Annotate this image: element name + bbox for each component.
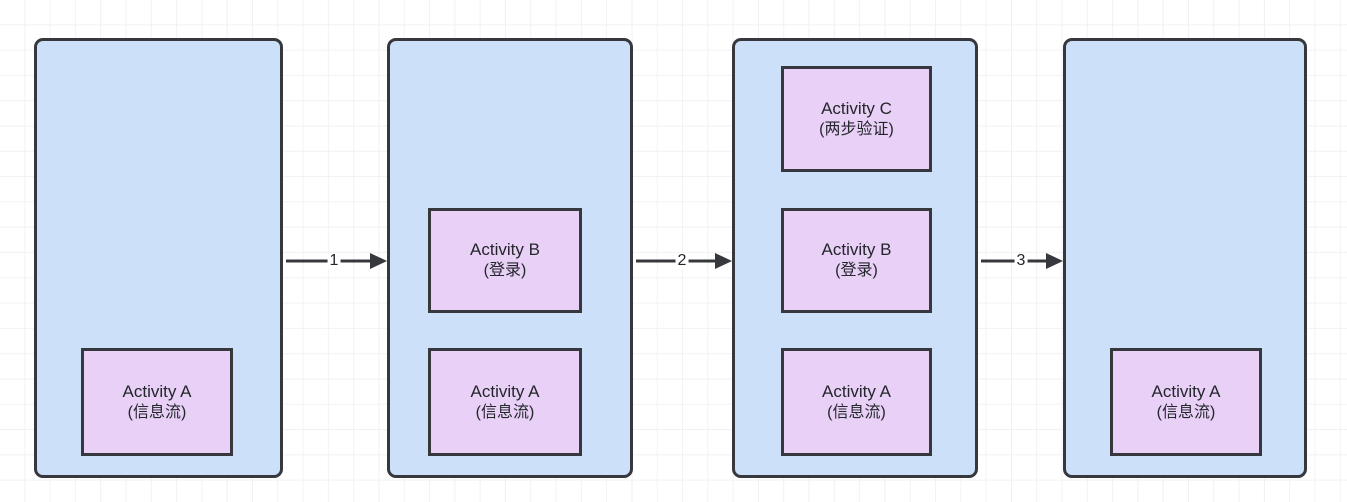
lane1-activity-a[interactable]: Activity A (信息流) <box>81 348 233 456</box>
activity-title: Activity A <box>470 381 540 401</box>
activity-title: Activity A <box>822 381 891 401</box>
activity-subtitle: (信息流) <box>1156 403 1216 421</box>
activity-subtitle: (信息流) <box>827 403 886 421</box>
edge-2-arrowhead-icon <box>715 253 732 269</box>
edge-3-line <box>981 259 1046 263</box>
edge-2[interactable]: 2 <box>636 250 732 272</box>
activity-subtitle: (信息流) <box>475 403 535 421</box>
activity-title: Activity C <box>821 98 892 118</box>
lane2-activity-a[interactable]: Activity A (信息流) <box>428 348 582 456</box>
edge-3-label: 3 <box>1014 252 1028 269</box>
activity-subtitle: (信息流) <box>127 403 187 421</box>
edge-2-line <box>636 259 715 263</box>
lane3-activity-b[interactable]: Activity B (登录) <box>781 208 932 313</box>
edge-3-arrowhead-icon <box>1046 253 1063 269</box>
activity-subtitle: (两步验证) <box>819 120 894 138</box>
lane3-activity-c[interactable]: Activity C (两步验证) <box>781 66 932 172</box>
activity-subtitle: (登录) <box>483 262 527 280</box>
lane3-activity-a[interactable]: Activity A (信息流) <box>781 348 932 456</box>
lane4-activity-a[interactable]: Activity A (信息流) <box>1110 348 1262 456</box>
edge-1-label: 1 <box>327 252 341 269</box>
activity-title: Activity A <box>1151 381 1221 401</box>
activity-title: Activity A <box>122 381 192 401</box>
edge-1-arrowhead-icon <box>370 253 387 269</box>
edge-3[interactable]: 3 <box>981 250 1063 272</box>
edge-2-label: 2 <box>675 252 689 269</box>
activity-subtitle: (登录) <box>835 262 878 280</box>
lane2-activity-b[interactable]: Activity B (登录) <box>428 208 582 313</box>
activity-title: Activity B <box>821 240 892 260</box>
edge-1[interactable]: 1 <box>286 250 387 272</box>
activity-title: Activity B <box>470 240 540 260</box>
